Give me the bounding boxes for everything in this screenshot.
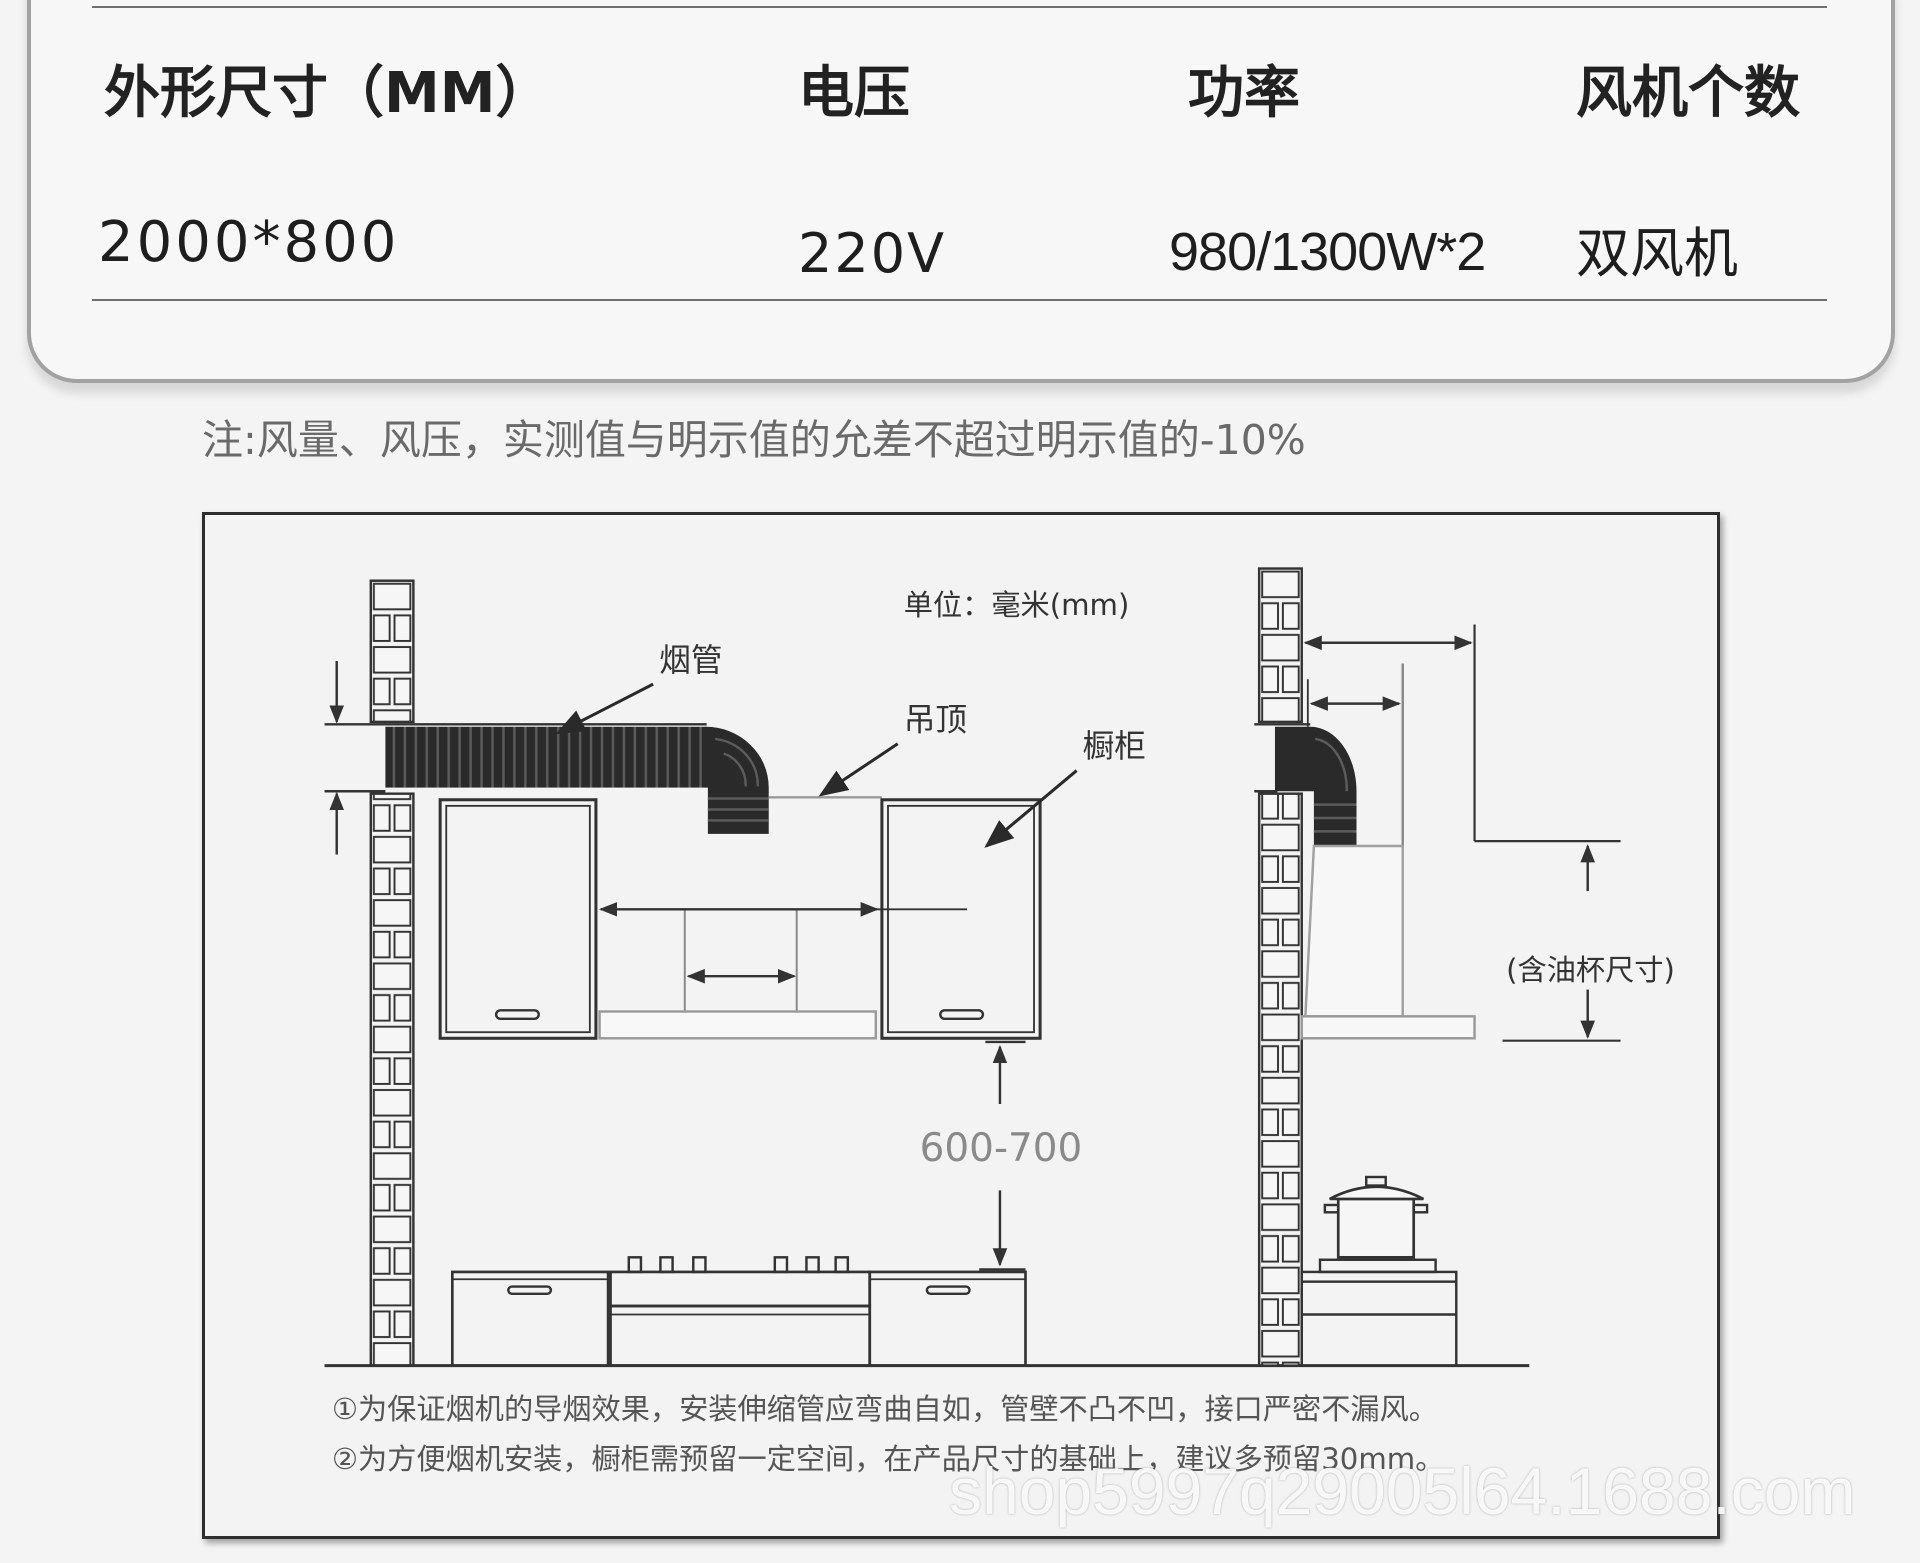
spec-table-bottom-rule [92,299,1827,301]
left-wall-lower [369,792,415,1367]
spec-card [27,0,1895,383]
header-power: 功率 [1188,61,1300,126]
value-power: 980/1300W*2 [1169,222,1486,282]
cabinet-handle [939,1009,985,1021]
ceiling-pointer-arrow [818,742,899,797]
left-wall-upper [369,579,415,724]
cabinet-label: 橱柜 [1083,729,1146,765]
side-stove-table [1300,1258,1458,1366]
install-note-2: ②为方便烟机安装，橱柜需预留一定空间，在产品尺寸的基础上，建议多预留30mm。 [332,1442,1445,1476]
exhaust-duct [385,726,769,834]
cabinet-pointer-arrow [984,769,1078,848]
right-wall-upper [1257,567,1303,724]
unit-label: 单位：毫米(mm) [904,588,1130,622]
upper-cabinet-left [438,798,598,1040]
tolerance-note: 注:风量、风压，实测值与明示值的允差不超过明示值的-10% [202,416,1306,464]
value-voltage: 220V [798,222,947,285]
header-voltage: 电压 [798,61,910,126]
base-cabinet-right [868,1270,1027,1367]
cooking-pot [1323,1175,1429,1259]
cabinet-handle [925,1285,971,1296]
upper-cabinet-right [880,798,1042,1040]
header-fan-count: 风机个数 [1576,61,1800,126]
side-exhaust-duct [1274,726,1357,847]
range-hood-side [1300,663,1476,1040]
duct-label: 烟管 [659,643,722,679]
base-cabinet-left [450,1270,610,1367]
right-wall-lower [1257,792,1303,1367]
installation-diagram: 单位：毫米(mm) 烟管 吊顶 橱柜 600-700 [202,512,1720,1539]
duct-pointer-arrow [555,682,654,735]
range-hood-front [598,909,878,1040]
header-dimensions: 外形尺寸（MM） [104,61,552,126]
install-note-1: ①为保证烟机的导烟效果，安装伸缩管应弯曲自如，管壁不凸不凹，接口严密不漏风。 [332,1392,1438,1426]
cabinet-handle [494,1009,540,1021]
shop-watermark: shop5997q29005l64.1688.com [949,1454,1856,1528]
oil-cup-label: (含油杯尺寸) [1506,953,1675,987]
gas-stove [609,1256,872,1367]
value-fan-count: 双风机 [1576,222,1738,285]
install-height-label: 600-700 [920,1126,1083,1171]
cabinet-handle [507,1285,553,1296]
ceiling-label: 吊顶 [904,702,967,738]
spec-table-top-rule [92,6,1827,8]
value-dimensions: 2000*800 [98,210,400,275]
installation-diagram-svg: 单位：毫米(mm) 烟管 吊顶 橱柜 600-700 [324,567,1675,1476]
